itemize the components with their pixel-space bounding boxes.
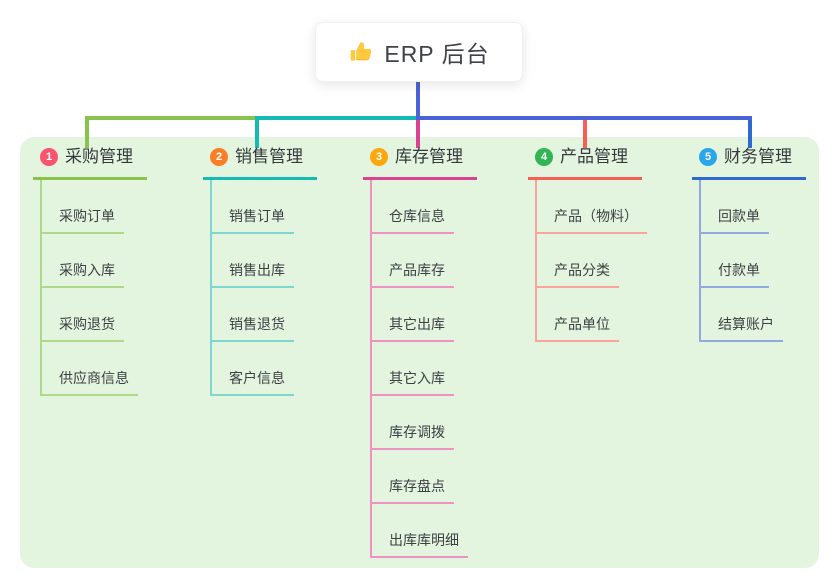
connector-root-vertical xyxy=(416,81,420,118)
child-label: 销售出库 xyxy=(229,262,285,278)
child-label: 其它出库 xyxy=(389,316,445,332)
child-label: 产品库存 xyxy=(389,262,445,278)
branch-header-purchase[interactable]: 1 采购管理 xyxy=(33,146,147,180)
child-node[interactable]: 付款单 xyxy=(701,234,769,288)
child-label: 销售订单 xyxy=(229,208,285,224)
child-label: 库存调拨 xyxy=(389,424,445,440)
root-label: ERP 后台 xyxy=(384,41,490,67)
branch-children-purchase: 采购订单 采购入库 采购退货 供应商信息 xyxy=(40,180,138,396)
branches-panel xyxy=(20,137,819,568)
child-node[interactable]: 回款单 xyxy=(701,180,769,234)
child-node[interactable]: 采购退货 xyxy=(42,288,124,342)
connector-drop-purchase xyxy=(85,116,89,148)
branch-index-badge: 2 xyxy=(210,148,228,166)
child-node[interactable]: 产品（物料） xyxy=(537,180,647,234)
child-node[interactable]: 产品分类 xyxy=(537,234,619,288)
child-label: 产品（物料） xyxy=(554,208,638,224)
branch-label: 产品管理 xyxy=(560,147,628,166)
branch-header-finance[interactable]: 5 财务管理 xyxy=(692,146,806,180)
child-node[interactable]: 库存盘点 xyxy=(372,450,454,504)
connector-drop-sales xyxy=(255,116,259,148)
branch-finance: 5 财务管理 回款单 付款单 结算账户 xyxy=(692,146,806,342)
branch-children-sales: 销售订单 销售出库 销售退货 客户信息 xyxy=(210,180,294,396)
child-node[interactable]: 产品库存 xyxy=(372,234,454,288)
connector-drop-finance xyxy=(748,116,752,148)
child-node[interactable]: 销售退货 xyxy=(212,288,294,342)
child-label: 采购订单 xyxy=(59,208,115,224)
branch-purchase: 1 采购管理 采购订单 采购入库 采购退货 供应商信息 xyxy=(33,146,147,396)
child-node[interactable]: 仓库信息 xyxy=(372,180,454,234)
branch-index-badge: 3 xyxy=(370,148,388,166)
connector-drop-inventory xyxy=(416,120,420,148)
child-label: 库存盘点 xyxy=(389,478,445,494)
branch-sales: 2 销售管理 销售订单 销售出库 销售退货 客户信息 xyxy=(203,146,317,396)
branch-children-inventory: 仓库信息 产品库存 其它出库 其它入库 库存调拨 库存盘点 出库库明细 xyxy=(370,180,468,558)
connector-drop-product xyxy=(583,120,587,148)
child-label: 客户信息 xyxy=(229,370,285,386)
branch-inventory: 3 库存管理 仓库信息 产品库存 其它出库 其它入库 库存调拨 库存盘点 出库库… xyxy=(363,146,477,558)
child-label: 付款单 xyxy=(718,262,760,278)
branch-label: 财务管理 xyxy=(724,147,792,166)
connector-horizontal-blue xyxy=(416,116,752,120)
child-node[interactable]: 其它出库 xyxy=(372,288,454,342)
branch-index-badge: 5 xyxy=(699,148,717,166)
branch-index-badge: 1 xyxy=(40,148,58,166)
child-label: 其它入库 xyxy=(389,370,445,386)
child-label: 出库库明细 xyxy=(389,532,459,548)
root-node[interactable]: ERP 后台 xyxy=(315,22,523,82)
child-node[interactable]: 供应商信息 xyxy=(42,342,138,396)
child-node[interactable]: 客户信息 xyxy=(212,342,294,396)
child-label: 供应商信息 xyxy=(59,370,129,386)
child-node[interactable]: 销售出库 xyxy=(212,234,294,288)
child-node[interactable]: 产品单位 xyxy=(537,288,619,342)
thumbs-up-icon xyxy=(351,42,372,61)
branch-label: 销售管理 xyxy=(235,147,303,166)
branch-header-inventory[interactable]: 3 库存管理 xyxy=(363,146,477,180)
child-label: 采购入库 xyxy=(59,262,115,278)
branch-label: 库存管理 xyxy=(395,147,463,166)
child-node[interactable]: 采购订单 xyxy=(42,180,124,234)
child-node[interactable]: 出库库明细 xyxy=(372,504,468,558)
child-label: 采购退货 xyxy=(59,316,115,332)
child-node[interactable]: 销售订单 xyxy=(212,180,294,234)
child-label: 回款单 xyxy=(718,208,760,224)
child-node[interactable]: 采购入库 xyxy=(42,234,124,288)
branch-children-product: 产品（物料） 产品分类 产品单位 xyxy=(535,180,647,342)
branch-label: 采购管理 xyxy=(65,147,133,166)
child-node[interactable]: 其它入库 xyxy=(372,342,454,396)
branch-header-sales[interactable]: 2 销售管理 xyxy=(203,146,317,180)
branch-product: 4 产品管理 产品（物料） 产品分类 产品单位 xyxy=(528,146,647,342)
branch-index-badge: 4 xyxy=(535,148,553,166)
connector-horizontal-green xyxy=(85,116,257,120)
child-node[interactable]: 结算账户 xyxy=(701,288,783,342)
branch-children-finance: 回款单 付款单 结算账户 xyxy=(699,180,783,342)
connector-horizontal-teal xyxy=(255,116,420,120)
branch-header-product[interactable]: 4 产品管理 xyxy=(528,146,642,180)
child-node[interactable]: 库存调拨 xyxy=(372,396,454,450)
child-label: 销售退货 xyxy=(229,316,285,332)
child-label: 仓库信息 xyxy=(389,208,445,224)
child-label: 结算账户 xyxy=(718,316,774,332)
child-label: 产品分类 xyxy=(554,262,610,278)
child-label: 产品单位 xyxy=(554,316,610,332)
